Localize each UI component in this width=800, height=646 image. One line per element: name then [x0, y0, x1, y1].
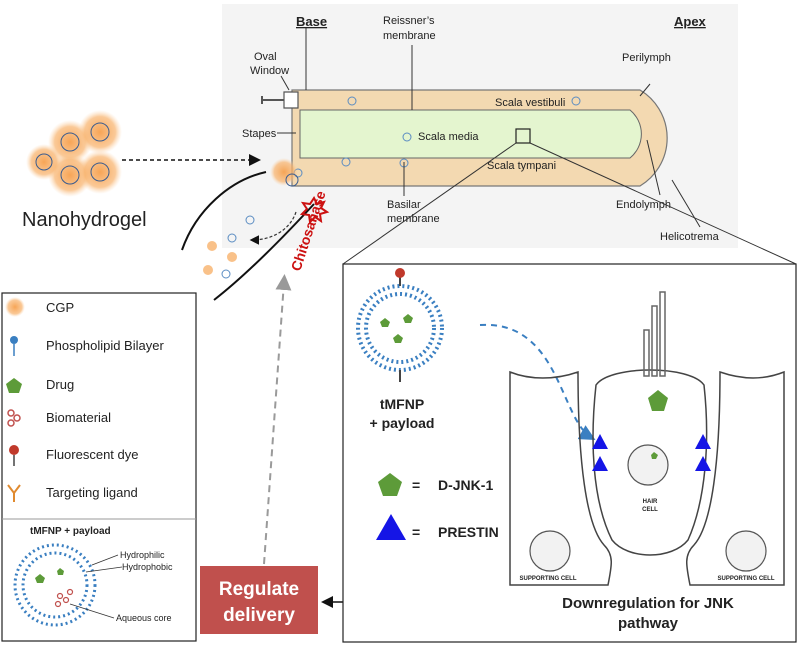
- label-hydrophobic: Hydrophobic: [122, 562, 173, 572]
- label-downregulation-2: pathway: [618, 615, 679, 632]
- particle-entrance: [285, 173, 299, 187]
- prestin-triangle-icon: [376, 514, 406, 540]
- label-supporting-left: SUPPORTING CELL: [519, 576, 576, 582]
- inset-liposome: [13, 543, 97, 627]
- label-tmfnp-1: tMFNP: [380, 396, 424, 412]
- legend-label-phospholipid: Phospholipid Bilayer: [46, 338, 164, 353]
- regulate-line-1: Regulate: [219, 579, 299, 600]
- label-stapes: Stapes: [242, 128, 277, 140]
- drug-in-hair-cell-icon: [648, 390, 668, 411]
- regulate-line-2: delivery: [223, 605, 295, 626]
- label-scala-tympani: Scala tympani: [487, 160, 556, 172]
- drug-pentagon-icon: [6, 378, 22, 393]
- label-scala-media: Scala media: [418, 131, 479, 143]
- legend-label-cgp: CGP: [46, 300, 74, 315]
- label-oval-window-2: Window: [250, 65, 289, 77]
- cell-structure: [509, 369, 785, 586]
- cochlea-panel: Base Apex Reissner’s membrane Oval Windo…: [222, 4, 738, 248]
- phospholipid-icon: [10, 336, 18, 356]
- label-base: Base: [296, 14, 327, 29]
- label-reissner-1: Reissner’s: [383, 15, 435, 27]
- label-apex: Apex: [674, 14, 707, 29]
- released-particles: [203, 215, 255, 279]
- label-supporting-right: SUPPORTING CELL: [717, 576, 774, 582]
- legend-panel: CGP Phospholipid Bilayer Drug Biomateria…: [1, 292, 197, 642]
- stereocilia: [643, 291, 666, 377]
- nanohydrogel-cluster: [26, 110, 122, 197]
- label-basilar-2: membrane: [387, 213, 440, 225]
- detail-panel: tMFNP + payload = D-JNK-1 = PRESTIN HAIR…: [342, 142, 797, 643]
- prestin-markers: [592, 434, 711, 471]
- label-nanohydrogel: Nanohydrogel: [22, 209, 147, 231]
- tmfnp-liposome: [356, 268, 444, 382]
- biomaterial-icon: [7, 409, 21, 427]
- stapes-icon: [261, 91, 299, 109]
- hair-cell-nucleus: [627, 444, 669, 486]
- chitosanase-burst-icon: [299, 196, 330, 225]
- regulate-up-arrow: [263, 274, 292, 565]
- label-downregulation-1: Downregulation for JNK: [562, 595, 734, 612]
- label-prestin: PRESTIN: [438, 524, 499, 540]
- fluorescent-dye-icon: [9, 445, 19, 466]
- label-djnk: D-JNK-1: [438, 477, 493, 493]
- regulate-delivery-box: Regulate delivery: [200, 566, 318, 634]
- zoom-box: [515, 128, 531, 144]
- supporting-nucleus-left: [529, 530, 571, 572]
- scala-media-region: [299, 109, 642, 159]
- cochlea-particles: [293, 96, 581, 178]
- targeting-ligand-icon: [7, 484, 21, 502]
- cochlea-pointer-lines: [277, 28, 701, 228]
- label-reissner-2: membrane: [383, 30, 436, 42]
- legend-label-drug: Drug: [46, 377, 74, 392]
- label-hydrophilic: Hydrophilic: [120, 550, 165, 560]
- label-perilymph: Perilymph: [622, 52, 671, 64]
- label-tmfnp-2: + payload: [370, 415, 435, 431]
- delivery-arrow: [479, 323, 596, 440]
- djnk-equals: =: [412, 477, 420, 493]
- supporting-nucleus-right: [725, 530, 767, 572]
- release-arrow: [249, 211, 297, 245]
- legend-label-fluorescent: Fluorescent dye: [46, 447, 139, 462]
- zoom-line-left: [342, 142, 517, 265]
- drug-in-nucleus-icon: [651, 452, 658, 459]
- cgp-blob-entrance: [270, 158, 298, 186]
- legend-label-biomaterial: Biomaterial: [46, 410, 111, 425]
- zoom-line-right: [529, 142, 797, 265]
- label-endolymph: Endolymph: [616, 199, 671, 211]
- djnk-pentagon-icon: [378, 473, 402, 496]
- round-window-funnel: [181, 171, 315, 301]
- label-aqueous-core: Aqueous core: [116, 613, 172, 623]
- label-hair-cell-1: HAIR: [643, 499, 658, 505]
- inset-pointers: [69, 554, 123, 619]
- label-oval-window-1: Oval: [254, 51, 277, 63]
- label-basilar-1: Basilar: [387, 199, 421, 211]
- inset-title: tMFNP + payload: [30, 526, 111, 537]
- prestin-equals: =: [412, 524, 420, 540]
- legend-label-ligand: Targeting ligand: [46, 485, 138, 500]
- label-scala-vestibuli: Scala vestibuli: [495, 97, 565, 109]
- label-hair-cell-2: CELL: [642, 507, 658, 513]
- label-helicotrema: Helicotrema: [660, 231, 720, 243]
- cgp-icon: [5, 297, 25, 317]
